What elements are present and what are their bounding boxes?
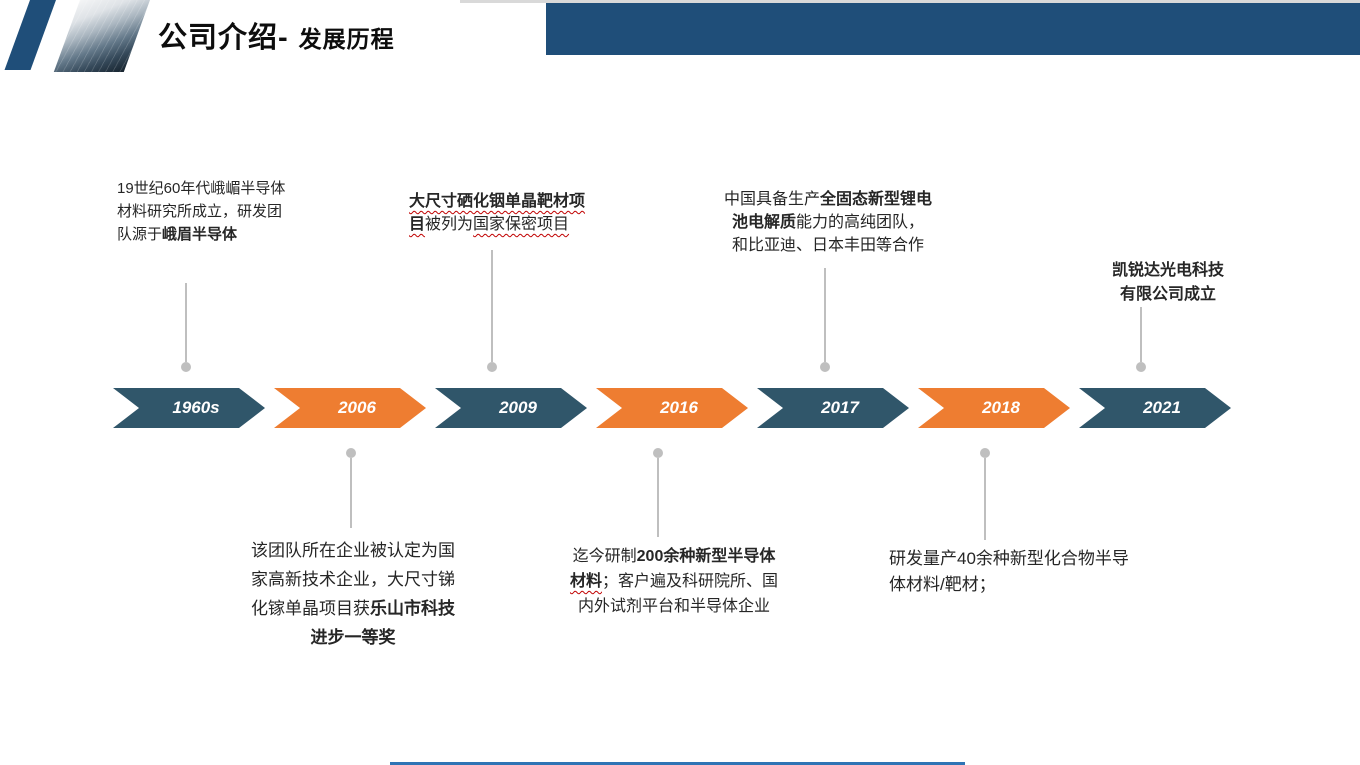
text-run: 体材料/靶材； <box>889 575 996 594</box>
milestone-text-2006: 该团队所在企业被认定为国家高新技术企业，大尺寸锑化镓单晶项目获乐山市科技进步一等… <box>231 536 475 652</box>
connector-2016 <box>652 448 664 537</box>
text-run: 队源于 <box>117 226 163 243</box>
page-title-sub: 发展历程 <box>298 26 395 52</box>
year-label-2017: 2017 <box>821 398 859 417</box>
timeline-chevron-1960s: 1960s <box>113 388 265 428</box>
year-label-2016: 2016 <box>660 398 698 417</box>
text-run: 200余种新型半导体 <box>636 548 776 565</box>
text-run: 凯锐达光电科技 <box>1111 262 1224 279</box>
timeline-chevron-2006: 2006 <box>274 388 426 428</box>
header-accent-stripe <box>4 0 57 70</box>
timeline-chevron-2018: 2018 <box>918 388 1070 428</box>
slide-bottom-accent-line <box>390 762 965 765</box>
text-run: 有限公司成立 <box>1119 286 1216 303</box>
year-label-2021: 2021 <box>1143 398 1181 417</box>
connector-line <box>1140 307 1142 362</box>
timeline-chevron-2016: 2016 <box>596 388 748 428</box>
text-run: 国家保密项目 <box>473 216 570 233</box>
text-run: 被列为 <box>425 216 474 233</box>
text-run: 研发量产40余种新型化合物半导 <box>889 549 1129 568</box>
connector-dot <box>820 362 830 372</box>
text-run: 内外试剂平台和半导体企业 <box>577 598 770 615</box>
text-run: 家高新技术企业，大尺寸锑 <box>251 570 455 589</box>
text-run: 大尺寸硒化铟单晶靶材项 <box>409 193 586 210</box>
page-title-main: 公司介绍- <box>158 22 289 54</box>
text-run: 19世纪60年代峨嵋半导体 <box>117 180 286 197</box>
connector-line <box>185 283 187 362</box>
connector-dot <box>1136 362 1146 372</box>
header-blue-bar <box>546 3 1360 55</box>
text-run: 该团队所在企业被认定为国 <box>251 541 455 560</box>
connector-dot <box>980 448 990 458</box>
page-title: 公司介绍- 发展历程 <box>158 14 395 56</box>
text-run: 化镓单晶项目获 <box>251 599 370 618</box>
milestone-text-2017: 中国具备生产全固态新型锂电池电解质能力的高纯团队， 和比亚迪、日本丰田等合作 <box>693 188 963 257</box>
timeline-chevron-2017: 2017 <box>757 388 909 428</box>
year-label-1960s: 1960s <box>172 398 220 417</box>
connector-2018 <box>979 448 991 540</box>
text-run: 中国具备生产 <box>723 191 820 208</box>
timeline-chevron-2009: 2009 <box>435 388 587 428</box>
text-run: 能力的高纯团队， <box>796 214 925 231</box>
connector-1960s <box>180 283 192 372</box>
connector-line <box>491 250 493 362</box>
milestone-text-2018: 研发量产40余种新型化合物半导体材料/靶材； <box>889 546 1129 598</box>
text-run: 全固态新型锂电 <box>820 191 933 208</box>
connector-2009 <box>486 250 498 372</box>
milestone-text-2009: 大尺寸硒化铟单晶靶材项目被列为国家保密项目 <box>409 190 585 236</box>
text-run: 迄今研制 <box>572 548 637 565</box>
connector-dot <box>346 448 356 458</box>
text-run: 乐山市科技 <box>370 599 455 618</box>
connector-2017 <box>819 268 831 372</box>
connector-2006 <box>345 448 357 528</box>
milestone-text-2021: 凯锐达光电科技有限公司成立 <box>1078 259 1258 307</box>
connector-dot <box>487 362 497 372</box>
connector-line <box>350 458 352 528</box>
header-top-gray-line <box>460 0 1360 3</box>
year-label-2009: 2009 <box>499 398 537 417</box>
connector-line <box>824 268 826 362</box>
text-run: 目 <box>409 216 426 233</box>
year-label-2018: 2018 <box>982 398 1020 417</box>
year-label-2006: 2006 <box>338 398 376 417</box>
connector-line <box>984 458 986 540</box>
text-run: 材料 <box>569 573 602 590</box>
text-run: ；客户遍及科研院所、国 <box>602 573 779 590</box>
text-run: 峨眉半导体 <box>162 226 238 243</box>
connector-2021 <box>1135 307 1147 372</box>
text-run: 池电解质 <box>731 214 796 231</box>
timeline-chevron-2021: 2021 <box>1079 388 1231 428</box>
milestone-text-2016: 迄今研制200余种新型半导体材料；客户遍及科研院所、国内外试剂平台和半导体企业 <box>554 544 794 619</box>
building-photo <box>53 0 150 72</box>
milestone-text-1960s: 19世纪60年代峨嵋半导体材料研究所成立，研发团队源于峨眉半导体 <box>117 177 285 246</box>
text-run: 进步一等奖 <box>310 628 396 647</box>
connector-dot <box>181 362 191 372</box>
text-run: 和比亚迪、日本丰田等合作 <box>731 237 924 254</box>
text-run: 材料研究所成立，研发团 <box>117 203 283 220</box>
connector-dot <box>653 448 663 458</box>
connector-line <box>657 458 659 537</box>
